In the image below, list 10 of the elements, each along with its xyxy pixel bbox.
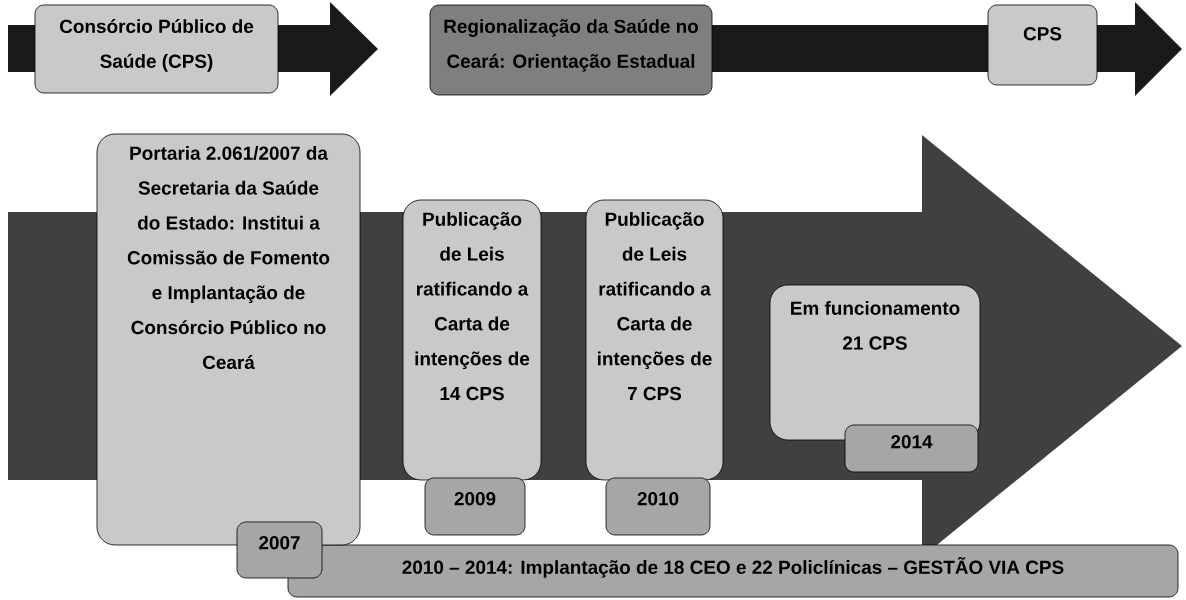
title-box: Consórcio Público de Saúde (CPS) [34,4,279,94]
title-box: Regionalização da Saúde no Ceará: Orientação Estadual [429,4,713,96]
title-box: CPS [987,4,1098,86]
event-box: Publicação de Leis ratificando a Carta de intenções de 14 CPS [402,199,542,481]
year-box: 2014 [844,424,979,473]
year-box: 2007 [236,521,323,579]
node-label: 2010 – 2014: Implantação de 18 CEO e 22 Policlínicas – GESTÃO VIA CPS [402,556,1064,578]
year-box: 2010 [605,477,711,536]
event-box: Publicação de Leis ratificando a Carta de intenções de 7 CPS [585,199,724,481]
year-box: 2009 [424,477,526,536]
